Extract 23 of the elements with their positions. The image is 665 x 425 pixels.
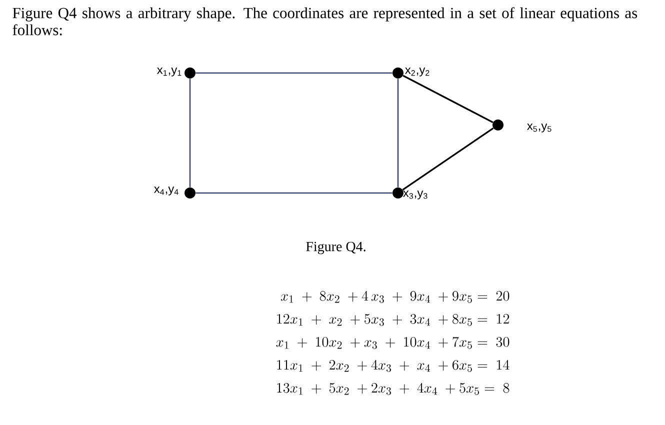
dot — [392, 68, 404, 78]
point-label: x$_{2}$,y$_{2}$ — [405, 68, 430, 76]
line — [196, 72, 392, 74]
dot — [184, 188, 196, 198]
point-label: x$_{3}$,y$_{3}$ — [403, 190, 428, 200]
equation: $11x_1\ +\ 2x_2\ + 4x_3\ +\ x_4\ + 6x_5 =\ 14$ — [277, 360, 510, 372]
equation: $13x_1\ +\ 5x_2\ + 2x_3\ +\ 4x_4\ + 5x_5 =\ 8$ — [277, 382, 510, 395]
line — [189, 78, 191, 188]
equation: $x_1\ +\ 10x_2\ + x_3\ +\ 10x_4\ + 7x_5 =\ 30$ — [276, 336, 510, 349]
line — [397, 78, 399, 188]
line — [402, 74, 494, 124]
figure-caption: Figure Q4. — [306, 242, 366, 254]
point-label: x$_{4}$,y$_{4}$ — [154, 186, 178, 196]
point-label: x$_{5}$,y$_{5}$ — [527, 124, 552, 132]
equation: $12x_1\ +\ x_2\ + 5x_3\ +\ 3x_4\ + 8x_5 =\ 12$ — [277, 314, 510, 326]
line — [402, 128, 494, 190]
intro-text: Figure Q4 shows a arbitrary shape. The coordinates are represented in a set of linear equations as follows: — [12, 7, 638, 36]
dot — [184, 68, 196, 78]
dot — [392, 188, 404, 198]
point-label: x$_{1}$,y$_{1}$ — [157, 68, 182, 76]
line — [196, 192, 392, 194]
dot — [492, 120, 504, 130]
equation: $x_1\ +\ 8x_2\ + 4\,x_3\ +\ 9x_4\ + 9x_5 =\ 20$ — [280, 290, 510, 303]
